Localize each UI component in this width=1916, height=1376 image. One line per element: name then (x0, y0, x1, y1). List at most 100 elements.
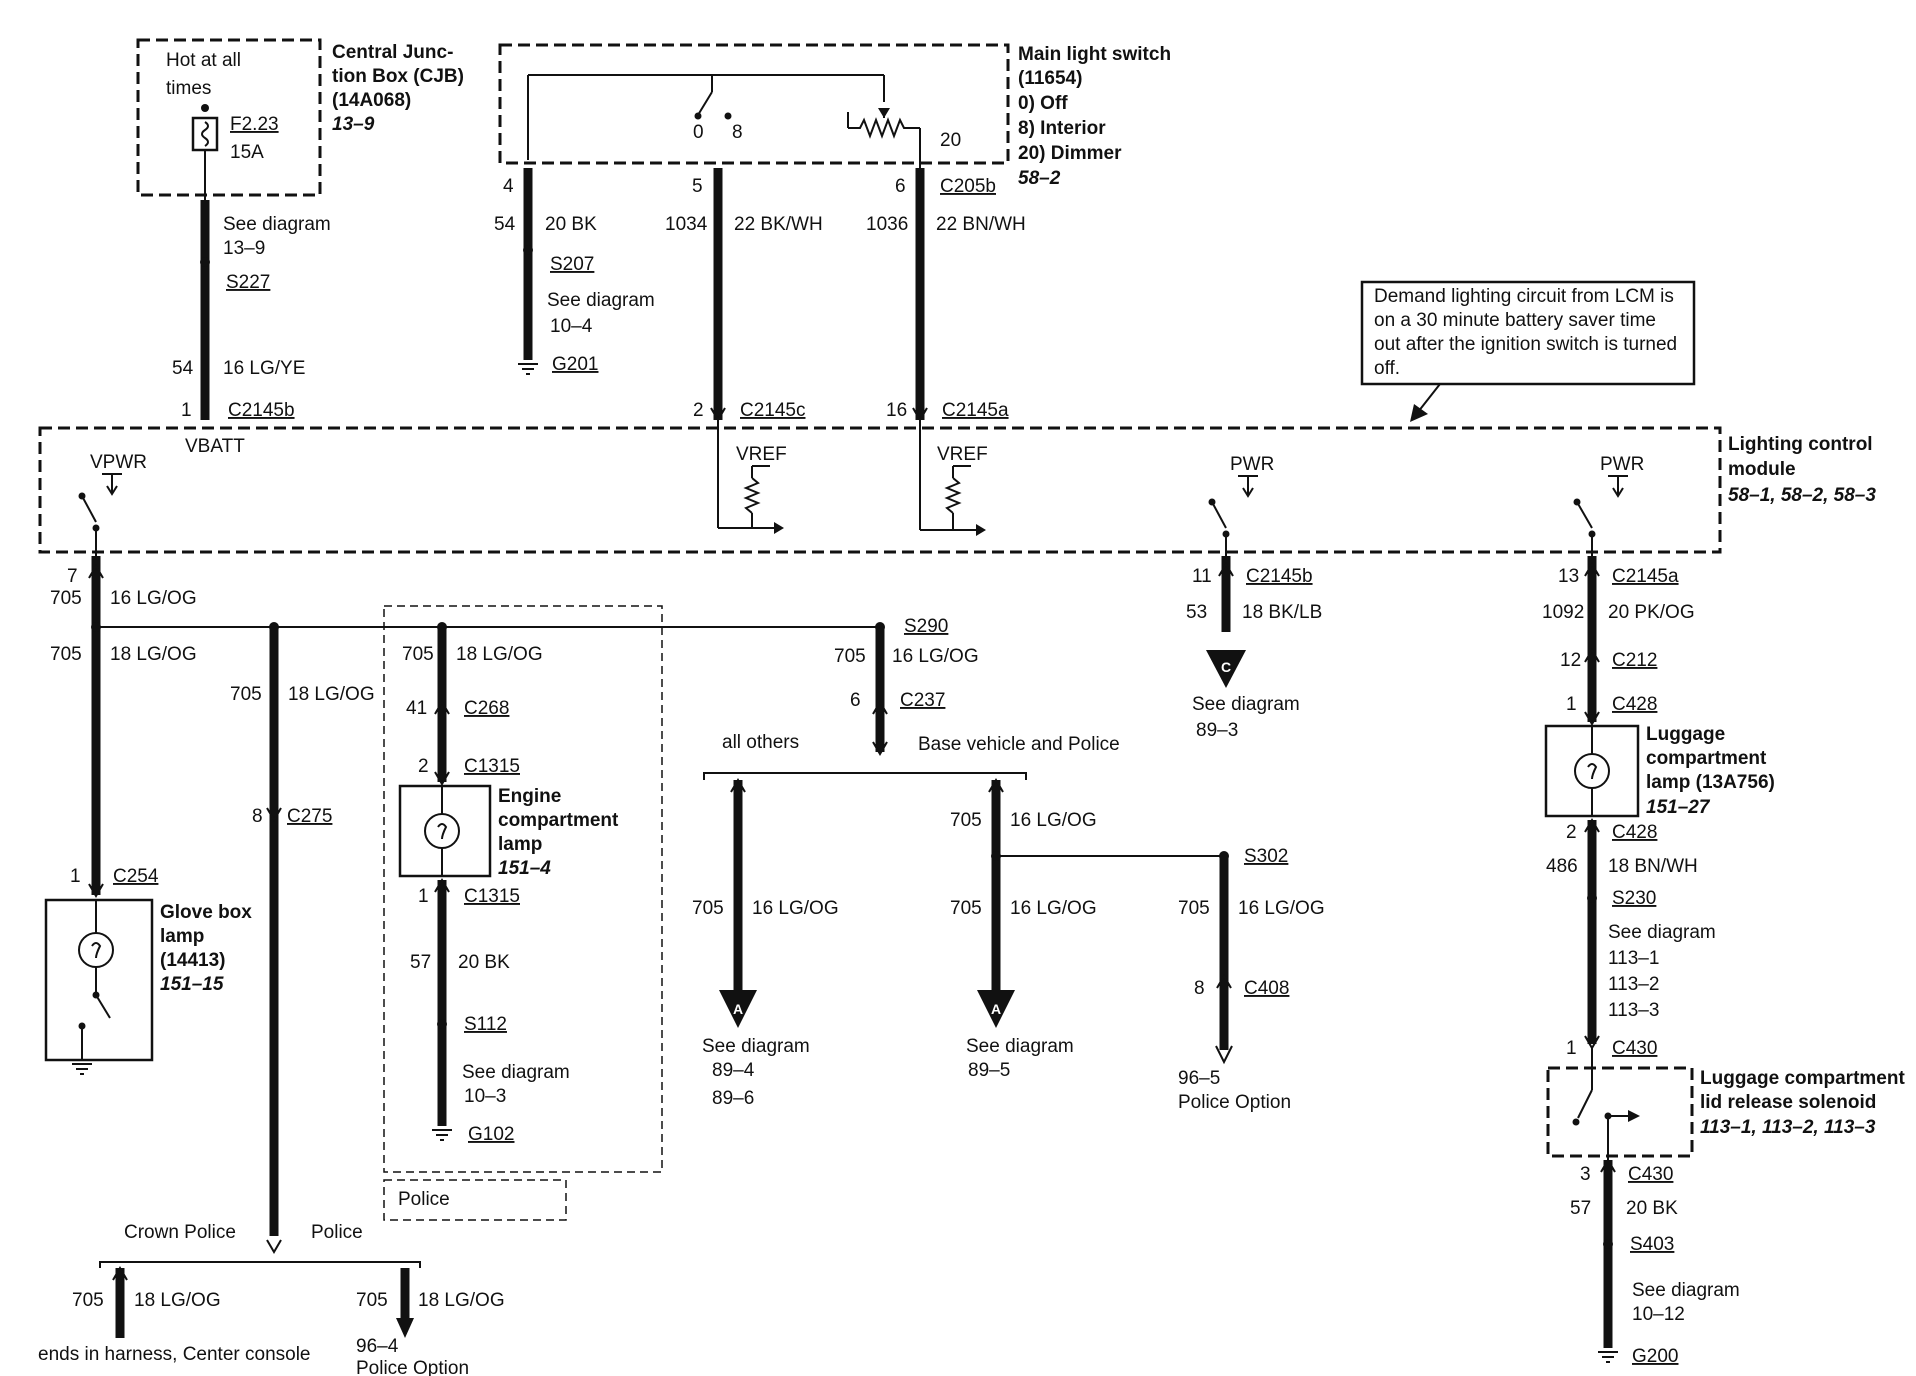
circuit-705-6: 705 (402, 644, 434, 665)
pin-4: 4 (503, 176, 514, 197)
mls-title-1: Main light switch (1018, 44, 1171, 65)
mls-pos-20: 20 (940, 130, 961, 151)
ref-89-4: 89–4 (712, 1060, 755, 1081)
pin-6b: 6 (850, 690, 861, 711)
lcm-pwr-2: PWR (1600, 454, 1644, 475)
battery-saver-note: Demand lighting circuit from LCM is on a… (1360, 280, 1696, 422)
solenoid-ref: 113–1, 113–2, 113–3 (1700, 1117, 1876, 1138)
splice-s230: S230 (1612, 888, 1656, 909)
ref-10-12: 10–12 (1632, 1304, 1685, 1325)
see-10-3: See diagram (462, 1062, 570, 1083)
splice-s227: S227 (226, 272, 270, 293)
wire-18lgog-4: 18 LG/OG (418, 1290, 505, 1311)
ground-g200: G200 (1632, 1346, 1678, 1367)
connector-c428-b: C428 (1612, 822, 1657, 843)
circuit-705-2: 705 (50, 644, 82, 665)
ref-89-5: 89–5 (968, 1060, 1010, 1081)
splice-s302: S302 (1244, 846, 1288, 867)
connector-c430-b: C430 (1628, 1164, 1673, 1185)
glove-title-2: lamp (160, 926, 204, 947)
lug-lamp-title-2: compartment (1646, 748, 1767, 769)
wire-22bkwh: 22 BK/WH (734, 214, 823, 235)
splice-s112: S112 (464, 1014, 507, 1035)
connector-c430-a: C430 (1612, 1038, 1657, 1059)
pin-2c: 2 (1566, 822, 1577, 843)
engine-title-1: Engine (498, 786, 561, 807)
marker-a-2 (977, 990, 1015, 1028)
wire-16lgog-3: 16 LG/OG (752, 898, 839, 919)
note-line-3: out after the ignition switch is turned (1374, 334, 1677, 355)
connector-c2145b-2: C2145b (1246, 566, 1313, 587)
wire-18bnwh: 18 BN/WH (1608, 856, 1698, 877)
police-box-label: Police (398, 1189, 450, 1210)
wire-16lgog-2: 16 LG/OG (892, 646, 979, 667)
lug-lamp-ref: 151–27 (1646, 797, 1711, 818)
ends-harness: ends in harness, Center console (38, 1344, 311, 1365)
connector-c212: C212 (1612, 650, 1657, 671)
lcm-title-1: Lighting control (1728, 434, 1873, 455)
ref-96-5: 96–5 (1178, 1068, 1220, 1089)
ref-89-6: 89–6 (712, 1088, 754, 1109)
engine-ref: 151–4 (498, 858, 551, 879)
connector-c2145c: C2145c (740, 400, 806, 421)
wire-20pkog: 20 PK/OG (1608, 602, 1695, 623)
circuit-1036: 1036 (866, 214, 908, 235)
connector-c1315-b: C1315 (464, 886, 520, 907)
pin-7: 7 (67, 566, 78, 587)
marker-c (1206, 650, 1246, 688)
circuit-705-5: 705 (356, 1290, 388, 1311)
pin-3: 3 (1580, 1164, 1591, 1185)
police-option-1: Police Option (356, 1358, 469, 1376)
connector-c1315-a: C1315 (464, 756, 520, 777)
wire-16lgye: 16 LG/YE (223, 358, 305, 379)
pin-2: 2 (693, 400, 704, 421)
ref-113-3: 113–3 (1608, 1000, 1659, 1021)
pin-6: 6 (895, 176, 906, 197)
connector-c2145a-2: C2145a (1612, 566, 1679, 587)
circuit-53: 53 (1186, 602, 1207, 623)
ground-g102: G102 (468, 1124, 514, 1145)
wire-18bklb: 18 BK/LB (1242, 602, 1322, 623)
marker-a-2-label: A (991, 1001, 1001, 1017)
pin-1d: 1 (1566, 1038, 1577, 1059)
see-89-3: See diagram (1192, 694, 1300, 715)
ref-96-4: 96–4 (356, 1336, 399, 1357)
see-89-4: See diagram (702, 1036, 810, 1057)
engine-title-2: compartment (498, 810, 619, 831)
all-others: all others (722, 732, 799, 753)
solenoid-title-1: Luggage compartment (1700, 1068, 1905, 1089)
ref-113-2: 113–2 (1608, 974, 1659, 995)
glove-ref: 151–15 (160, 974, 224, 995)
lcm-vref-1: VREF (736, 444, 787, 465)
mls-pos-8: 8 (732, 122, 743, 143)
fuse-amp: 15A (230, 142, 264, 163)
glove-box-lamp: Glove box lamp (14413) 151–15 (44, 898, 252, 1075)
pin-8: 8 (252, 806, 263, 827)
pin-1-c254: 1 (70, 866, 81, 887)
pin-1-vbatt: 1 (181, 400, 192, 421)
base-police: Base vehicle and Police (918, 734, 1120, 755)
connector-c2145a-1: C2145a (942, 400, 1009, 421)
crown-police: Crown Police (124, 1222, 236, 1243)
lcm-title-2: module (1728, 459, 1796, 480)
ref-13-9: 13–9 (223, 238, 265, 259)
note-line-1: Demand lighting circuit from LCM is (1374, 286, 1674, 307)
circuit-57-b: 57 (1570, 1198, 1591, 1219)
marker-c-label: C (1221, 659, 1231, 675)
connector-c275: C275 (287, 806, 332, 827)
ref-89-3: 89–3 (1196, 720, 1238, 741)
splice-s403: S403 (1630, 1234, 1674, 1255)
lcm-vbatt: VBATT (185, 436, 245, 457)
connector-c268: C268 (464, 698, 509, 719)
mls-title-4: 8) Interior (1018, 118, 1106, 139)
pin-12: 12 (1560, 650, 1581, 671)
glove-title-3: (14413) (160, 950, 226, 971)
lcm-ref: 58–1, 58–2, 58–3 (1728, 485, 1876, 506)
mls-pos-0: 0 (693, 122, 704, 143)
pin-1b: 1 (418, 886, 429, 907)
circuit-1034: 1034 (665, 214, 708, 235)
cjb-hot-line1: Hot at all (166, 50, 241, 71)
wire-20bk-c: 20 BK (1626, 1198, 1678, 1219)
wire-16lgog-1: 16 LG/OG (110, 588, 197, 609)
pin-5: 5 (692, 176, 703, 197)
